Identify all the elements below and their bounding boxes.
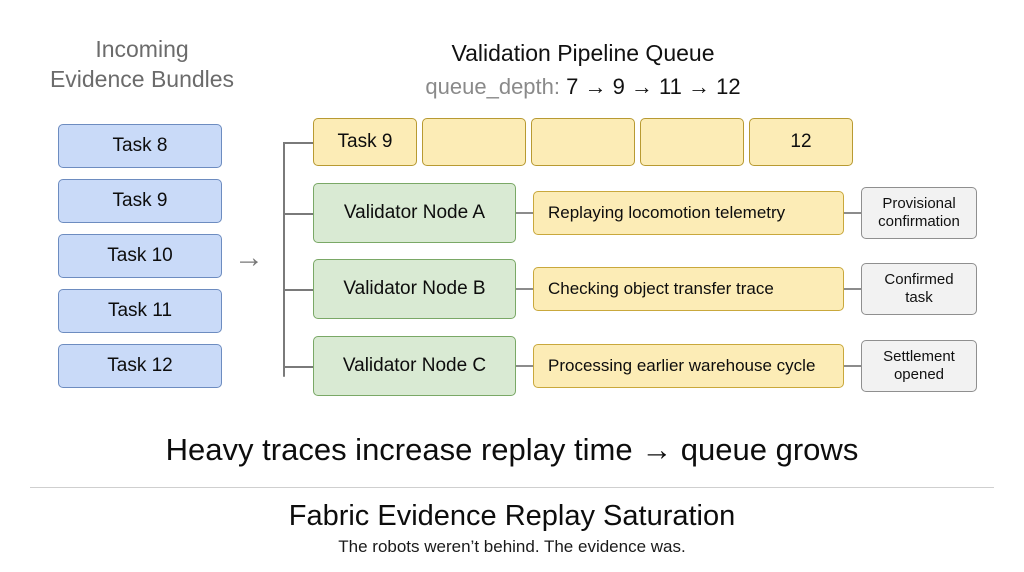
footer-divider — [30, 487, 994, 488]
row-connector — [516, 365, 533, 367]
queue-depth-values: 7 → 9 → 11 → 12 — [566, 74, 741, 99]
queue-slot-row: Task 9 12 — [313, 118, 853, 166]
task-card[interactable]: Task 10 — [58, 234, 222, 278]
status-badge: Confirmed task — [861, 263, 977, 315]
queue-depth-readout: queue_depth: 7 → 9 → 11 → 12 — [313, 74, 853, 100]
queue-slot[interactable]: Task 9 — [313, 118, 417, 166]
status-line2: opened — [893, 366, 945, 383]
connector-branch-node-b — [283, 289, 313, 291]
queue-slot[interactable]: 12 — [749, 118, 853, 166]
status-line2: task — [905, 289, 933, 306]
incoming-heading-line1: Incoming — [95, 36, 189, 62]
row-connector — [844, 365, 861, 367]
task-card[interactable]: Task 12 — [58, 344, 222, 388]
status-line1: Confirmed — [884, 271, 954, 288]
row-connector — [844, 288, 861, 290]
incoming-heading-line2: Evidence Bundles — [49, 66, 235, 92]
validator-row: Validator Node C Processing earlier ware… — [313, 336, 977, 396]
validator-node[interactable]: Validator Node B — [313, 259, 516, 319]
row-connector — [516, 288, 533, 290]
connector-trunk — [283, 142, 285, 377]
task-card[interactable]: Task 9 — [58, 179, 222, 223]
incoming-task-stack: Task 8 Task 9 Task 10 Task 11 Task 12 — [58, 124, 222, 399]
feed-arrow-icon: → — [234, 241, 264, 274]
row-connector — [844, 212, 861, 214]
validator-node[interactable]: Validator Node C — [313, 336, 516, 396]
status-badge: Settlement opened — [861, 340, 977, 392]
task-card[interactable]: Task 11 — [58, 289, 222, 333]
validator-activity: Processing earlier warehouse cycle — [533, 344, 844, 388]
status-line1: Settlement — [883, 348, 955, 365]
validator-row: Validator Node A Replaying locomotion te… — [313, 183, 977, 243]
queue-slot[interactable] — [640, 118, 744, 166]
queue-slot[interactable] — [531, 118, 635, 166]
row-connector — [516, 212, 533, 214]
takeaway-text: Heavy traces increase replay time → queu… — [165, 432, 859, 467]
task-card[interactable]: Task 8 — [58, 124, 222, 168]
footer-title: Fabric Evidence Replay Saturation — [288, 500, 736, 532]
status-line1: Provisional — [882, 195, 956, 212]
queue-depth-label: queue_depth: — [425, 74, 560, 99]
fanout-connector — [283, 110, 319, 400]
connector-branch-queue — [283, 142, 313, 144]
incoming-evidence-heading: Incoming Evidence Bundles — [20, 34, 264, 94]
validator-node[interactable]: Validator Node A — [313, 183, 516, 243]
validator-activity: Checking object transfer trace — [533, 267, 844, 311]
status-line2: confirmation — [878, 213, 960, 230]
connector-branch-node-c — [283, 366, 313, 368]
pipeline-title: Validation Pipeline Queue — [451, 40, 715, 66]
connector-branch-node-a — [283, 213, 313, 215]
status-badge: Provisional confirmation — [861, 187, 977, 239]
validator-activity: Replaying locomotion telemetry — [533, 191, 844, 235]
queue-slot[interactable] — [422, 118, 526, 166]
validator-row: Validator Node B Checking object transfe… — [313, 259, 977, 319]
footer-subtitle: The robots weren’t behind. The evidence … — [338, 537, 686, 556]
